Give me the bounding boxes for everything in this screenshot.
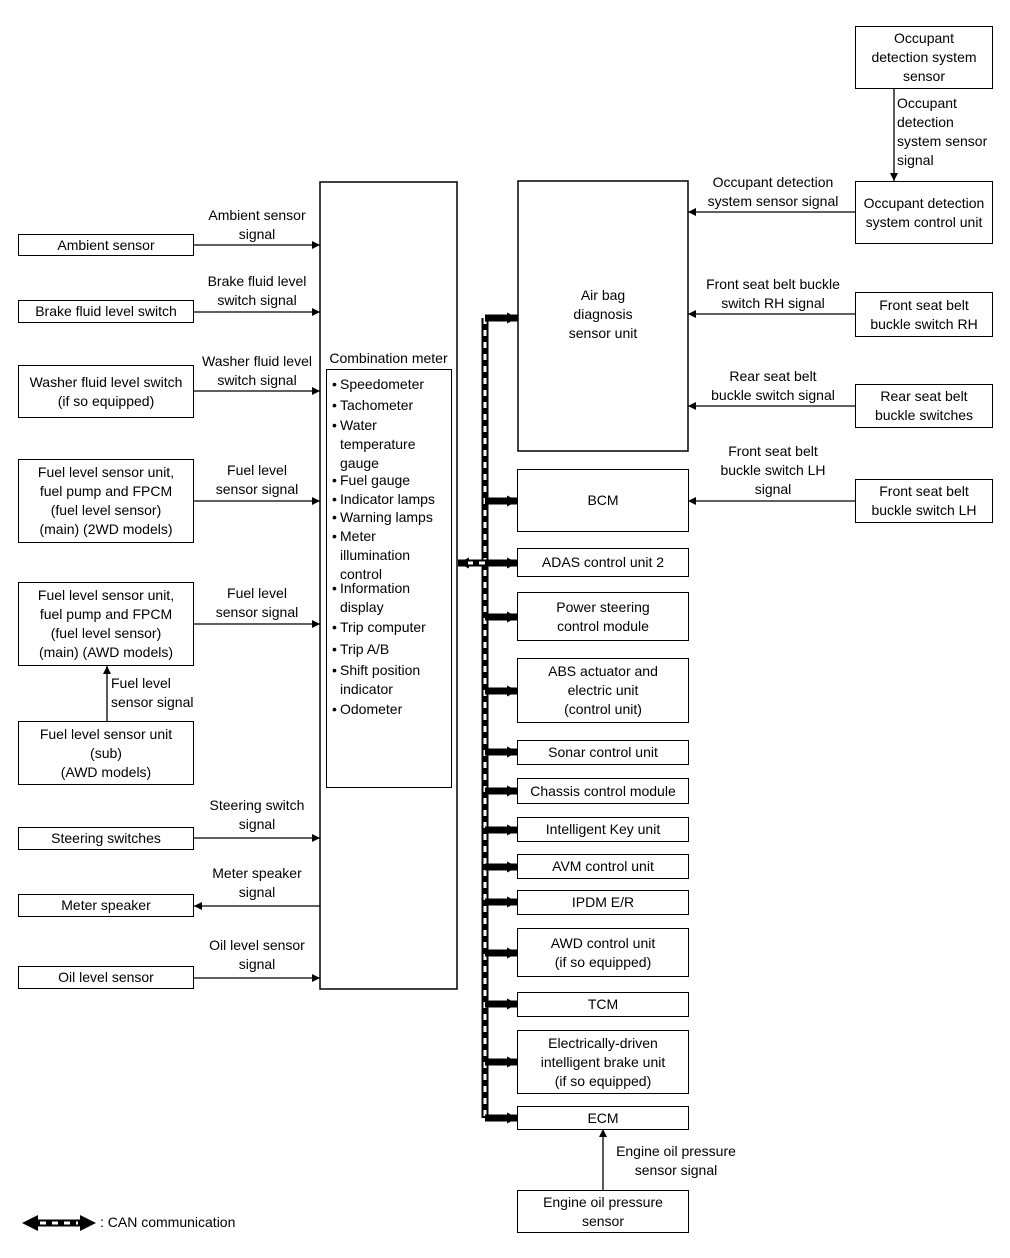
fuel-level-awd-box: Fuel level sensor unit, fuel pump and FP…: [18, 582, 194, 666]
steering-signal-label: Steering switch signal: [209, 797, 305, 832]
engine-oil-signal-label: Engine oil pressure sensor signal: [616, 1143, 736, 1178]
adas-box: ADAS control unit 2: [517, 548, 689, 577]
oil-level-sensor-box: Oil level sensor: [18, 966, 194, 989]
oil-signal-label: Oil level sensor signal: [209, 937, 305, 972]
meter-item: •Trip A/B: [332, 641, 390, 657]
meter-item: •Odometer: [332, 701, 403, 717]
rear-signal-label: Rear seat belt buckle switch signal: [711, 368, 835, 403]
washer-fluid-level-switch-box: Washer fluid level switch (if so equippe…: [18, 365, 194, 418]
can-bus: [458, 312, 518, 1124]
rear-box: Rear seat belt buckle switches: [855, 384, 993, 428]
occupant-control-box: Occupant detection system control unit: [855, 181, 993, 244]
combination-meter-frame: [319, 181, 458, 990]
meter-item: •Shift position indicator: [332, 662, 421, 697]
left-signal-arrows: [103, 241, 320, 982]
fuel-2wd-signal-label: Fuel level sensor signal: [215, 462, 299, 497]
occupant-sensor-box: Occupant detection system sensor: [855, 26, 993, 89]
intelligent-key-box: Intelligent Key unit: [517, 817, 689, 842]
meter-speaker-box: Meter speaker: [18, 894, 194, 917]
chassis-box: Chassis control module: [517, 778, 689, 804]
sonar-box: Sonar control unit: [517, 740, 689, 765]
power-steering-box: Power steering control module: [517, 592, 689, 641]
brake-unit-box: Electrically-driven intelligent brake un…: [517, 1030, 689, 1094]
occupant-control-signal-label: Occupant detection system sensor signal: [707, 174, 839, 209]
washer-signal-label: Washer fluid level switch signal: [202, 353, 312, 388]
fuel-level-2wd-box: Fuel level sensor unit, fuel pump and FP…: [18, 459, 194, 543]
front-rh-box: Front seat belt buckle switch RH: [855, 292, 993, 337]
bcm-box: BCM: [517, 469, 689, 532]
combination-meter-title: Combination meter: [329, 350, 448, 366]
legend-can-symbol: [22, 1215, 96, 1231]
ambient-sensor-box: Ambient sensor: [18, 234, 194, 256]
engine-oil-sensor-box: Engine oil pressure sensor: [517, 1190, 689, 1233]
meter-item: •Fuel gauge: [332, 472, 411, 488]
ecm-box: ECM: [517, 1106, 689, 1130]
meter-item: •Information display: [332, 580, 411, 615]
steering-switches-box: Steering switches: [18, 827, 194, 850]
avm-box: AVM control unit: [517, 854, 689, 879]
meter-item: •Trip computer: [332, 619, 426, 635]
occupant-sensor-signal-label: Occupant detection system sensor signal: [897, 95, 988, 168]
meter-item: •Indicator lamps: [332, 491, 435, 507]
meter-item: •Meter illumination control: [332, 528, 411, 582]
fuel-level-sub-box: Fuel level sensor unit (sub) (AWD models…: [18, 721, 194, 785]
front-lh-signal-label: Front seat belt buckle switch LH signal: [720, 443, 826, 497]
meter-item: •Tachometer: [332, 397, 414, 413]
brake-fluid-level-switch-box: Brake fluid level switch: [18, 300, 194, 323]
airbag-label: Air bag diagnosis sensor unit: [568, 287, 638, 341]
front-rh-signal-label: Front seat belt buckle switch RH signal: [706, 276, 840, 311]
brake-signal-label: Brake fluid level switch signal: [207, 273, 307, 308]
fuel-awd-signal-label: Fuel level sensor signal: [215, 585, 299, 620]
can-branches: [485, 312, 518, 1124]
right-signal-arrows: [599, 89, 898, 1190]
ipdm-box: IPDM E/R: [517, 890, 689, 915]
awd-box: AWD control unit (if so equipped): [517, 928, 689, 977]
fuel-sub-signal-label: Fuel level sensor signal: [111, 675, 194, 710]
legend-label: : CAN communication: [100, 1214, 236, 1230]
abs-box: ABS actuator and electric unit (control …: [517, 658, 689, 723]
tcm-box: TCM: [517, 992, 689, 1017]
meter-item: •Water temperature gauge: [332, 417, 416, 471]
meter-item: •Warning lamps: [332, 509, 433, 525]
combination-meter-list: [326, 369, 452, 788]
ambient-signal-label: Ambient sensor signal: [208, 207, 306, 242]
meter-item: •Speedometer: [332, 376, 425, 392]
speaker-signal-label: Meter speaker signal: [212, 865, 302, 900]
front-lh-box: Front seat belt buckle switch LH: [855, 479, 993, 523]
